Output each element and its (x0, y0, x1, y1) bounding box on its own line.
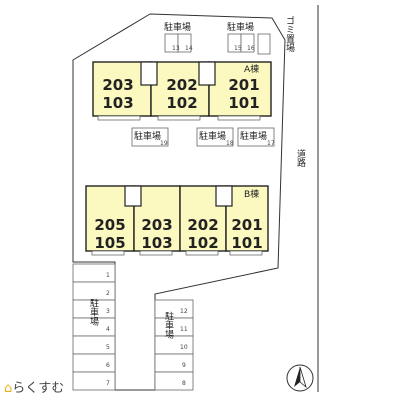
unit-b-205: 205 (94, 216, 125, 234)
balcony-b-4 (229, 250, 263, 256)
unit-b-102: 102 (187, 234, 218, 252)
balcony-b-1 (91, 250, 125, 256)
watermark-logo: ⌂らくすむ (4, 377, 64, 396)
road-label: 道路 (295, 148, 306, 168)
lot-num-7: 7 (106, 380, 110, 387)
lot-num-5: 5 (106, 344, 110, 351)
lot-num-16: 16 (247, 45, 255, 52)
lot-num-9: 9 (182, 362, 186, 369)
lot-num-18: 18 (226, 140, 234, 147)
house-icon: ⌂ (4, 381, 13, 396)
building-b-label: B棟 (244, 188, 259, 200)
lot-num-6: 6 (106, 362, 110, 369)
lot-14 (177, 33, 192, 53)
parking-left: 1 2 3 4 5 6 7 駐車場 (72, 263, 116, 391)
parking-middle: 駐車場 駐車場 駐車場 19 18 17 (131, 127, 275, 147)
parking-top: 駐車場 駐車場 13 14 15 16 (164, 21, 255, 53)
building-a-unit-3 (208, 61, 272, 117)
parking-middle-label-17: 駐車場 (240, 130, 267, 142)
lot-19 (131, 127, 169, 147)
lot-num-17: 17 (267, 140, 275, 147)
unit-b-101: 101 (231, 234, 262, 252)
parking-middle-label-19: 駐車場 (134, 130, 161, 142)
lot-num-15: 15 (234, 45, 242, 52)
lot-18 (196, 127, 234, 147)
stair-b-1 (124, 185, 142, 207)
parking-top-label-1: 駐車場 (164, 21, 191, 33)
lot-num-3: 3 (106, 308, 110, 315)
unit-a-202: 202 (166, 76, 197, 94)
lot-17 (237, 127, 275, 147)
balcony-b-3 (185, 250, 219, 256)
building-a-label: A棟 (244, 63, 259, 75)
lot-num-10: 10 (180, 344, 188, 351)
watermark-text: らくすむ (12, 381, 65, 396)
unit-a-201: 201 (228, 76, 259, 94)
unit-b-201: 201 (231, 216, 262, 234)
north-arrow-icon (286, 364, 314, 392)
lot-num-4: 4 (106, 326, 110, 333)
balcony-a-1 (97, 115, 141, 121)
parking-right-label: 駐車場 (163, 310, 174, 339)
building-b-unit-4 (225, 185, 269, 252)
stair-a-1 (140, 61, 158, 86)
parking-middle-label-18: 駐車場 (199, 130, 226, 142)
balcony-a-3 (217, 115, 261, 121)
lot-num-11: 11 (180, 326, 188, 333)
building-b: B棟 205 105 203 103 202 102 201 101 (85, 185, 269, 256)
stair-b-2 (215, 185, 233, 207)
lot-9 (154, 353, 194, 373)
lot-7 (72, 371, 116, 391)
parking-top-label-2: 駐車場 (227, 21, 254, 33)
building-a: A棟 203 103 202 102 201 101 (92, 61, 272, 121)
lot-num-1: 1 (106, 272, 110, 279)
stair-a-2 (198, 61, 216, 86)
lot-num-2: 2 (106, 290, 110, 297)
lot-num-13: 13 (172, 45, 180, 52)
lot-num-12: 12 (180, 308, 188, 315)
unit-a-102: 102 (166, 94, 197, 112)
trash-box (257, 33, 271, 55)
parking-right: 12 11 10 9 8 駐車場 (154, 299, 194, 391)
unit-b-105: 105 (94, 234, 125, 252)
parking-left-label: 駐車場 (88, 297, 99, 326)
trash-label: ゴミ置場 (284, 15, 295, 53)
unit-b-103: 103 (141, 234, 172, 252)
balcony-a-2 (157, 115, 201, 121)
unit-b-203: 203 (141, 216, 172, 234)
lot-num-19: 19 (160, 140, 168, 147)
balcony-b-2 (139, 250, 173, 256)
lot-16 (240, 33, 255, 53)
unit-a-203: 203 (102, 76, 133, 94)
unit-a-101: 101 (228, 94, 259, 112)
lot-num-8: 8 (182, 380, 186, 387)
unit-a-103: 103 (102, 94, 133, 112)
lot-8 (154, 371, 194, 391)
unit-b-202: 202 (187, 216, 218, 234)
lot-num-14: 14 (185, 45, 193, 52)
